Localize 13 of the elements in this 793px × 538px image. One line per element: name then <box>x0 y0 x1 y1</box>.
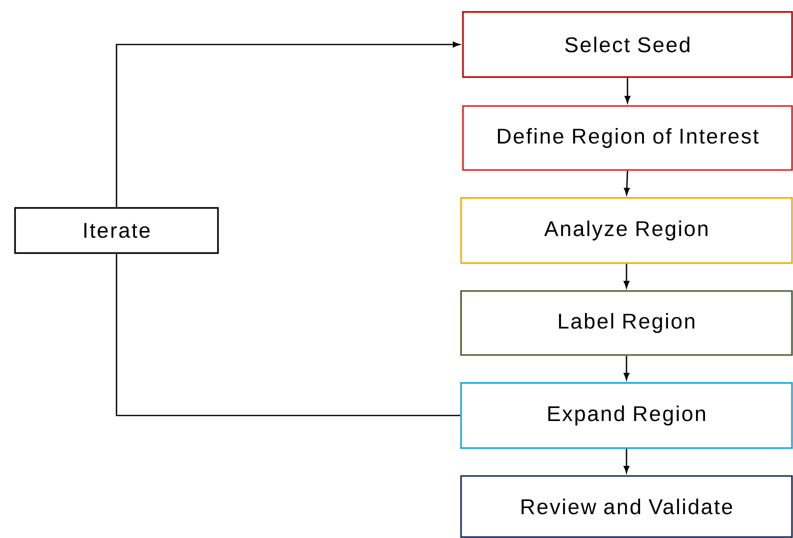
process-box: Label Region <box>460 290 793 356</box>
arrow <box>624 264 630 288</box>
loop-box: Iterate <box>14 207 219 254</box>
process-box: Define Region of Interest <box>462 105 793 171</box>
arrow <box>116 42 460 208</box>
arrow <box>624 356 630 380</box>
process-box: Select Seed <box>462 11 793 78</box>
arrow <box>624 78 630 103</box>
arrow <box>624 170 630 195</box>
process-box: Expand Region <box>460 382 793 449</box>
process-box: Review and Validate <box>460 475 793 538</box>
arrow <box>624 448 630 473</box>
process-box: Analyze Region <box>460 197 793 264</box>
